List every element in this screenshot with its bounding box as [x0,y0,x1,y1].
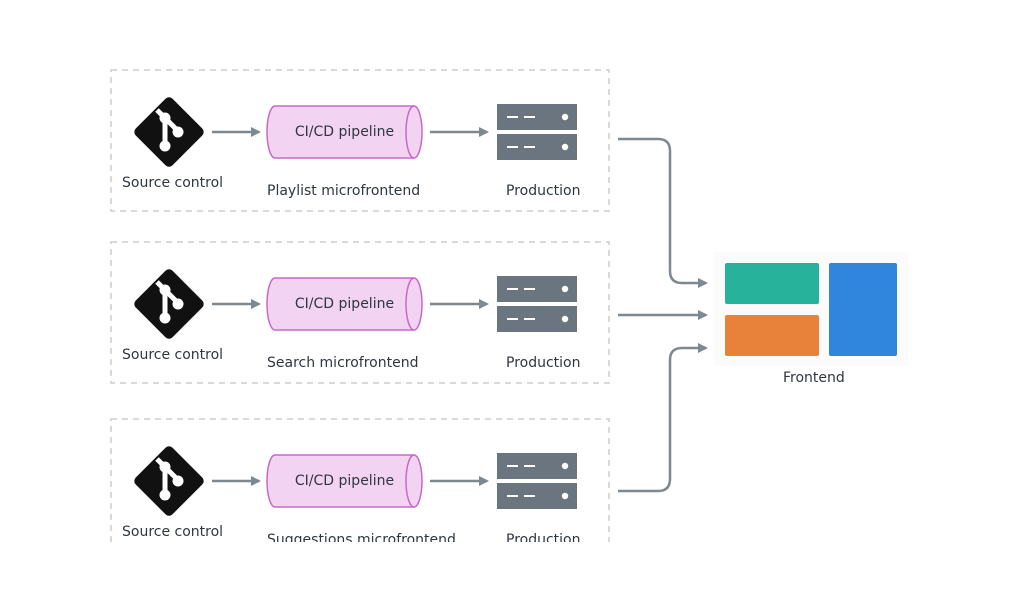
orange-tile [725,315,819,356]
server-icon [497,453,577,509]
source-control-label: Source control [122,175,224,191]
frontend-label: Frontend [783,370,845,386]
server-icon [497,104,577,160]
production-label: Production [506,183,581,199]
git-logo-icon [134,269,204,339]
pipeline-label: CI/CD pipeline [294,124,395,140]
cicd-pipeline-cylinder [266,454,423,508]
microfrontend-label: Search microfrontend [267,355,419,371]
microfrontend-label: Playlist microfrontend [267,183,421,199]
pipeline-label: CI/CD pipeline [294,473,395,489]
pipeline-row [110,69,610,212]
diagram-svg [110,69,897,542]
pipeline-row [110,241,610,384]
source-control-label: Source control [122,524,224,540]
git-logo-icon [134,446,204,516]
connector-playlist-to-frontend [618,137,708,288]
git-logo-icon [134,97,204,167]
teal-tile [725,263,819,304]
connector-suggestions-to-frontend [618,343,708,493]
pipeline-label: CI/CD pipeline [294,296,395,312]
cicd-pipeline-cylinder [266,277,423,331]
pipeline-row [110,418,610,542]
microfrontend-label: Suggestions microfrontend [267,532,456,542]
server-icon [497,276,577,332]
blue-tile [829,263,897,356]
cicd-pipeline-cylinder [266,105,423,159]
production-label: Production [506,532,581,542]
production-label: Production [506,355,581,371]
source-control-label: Source control [122,347,224,363]
